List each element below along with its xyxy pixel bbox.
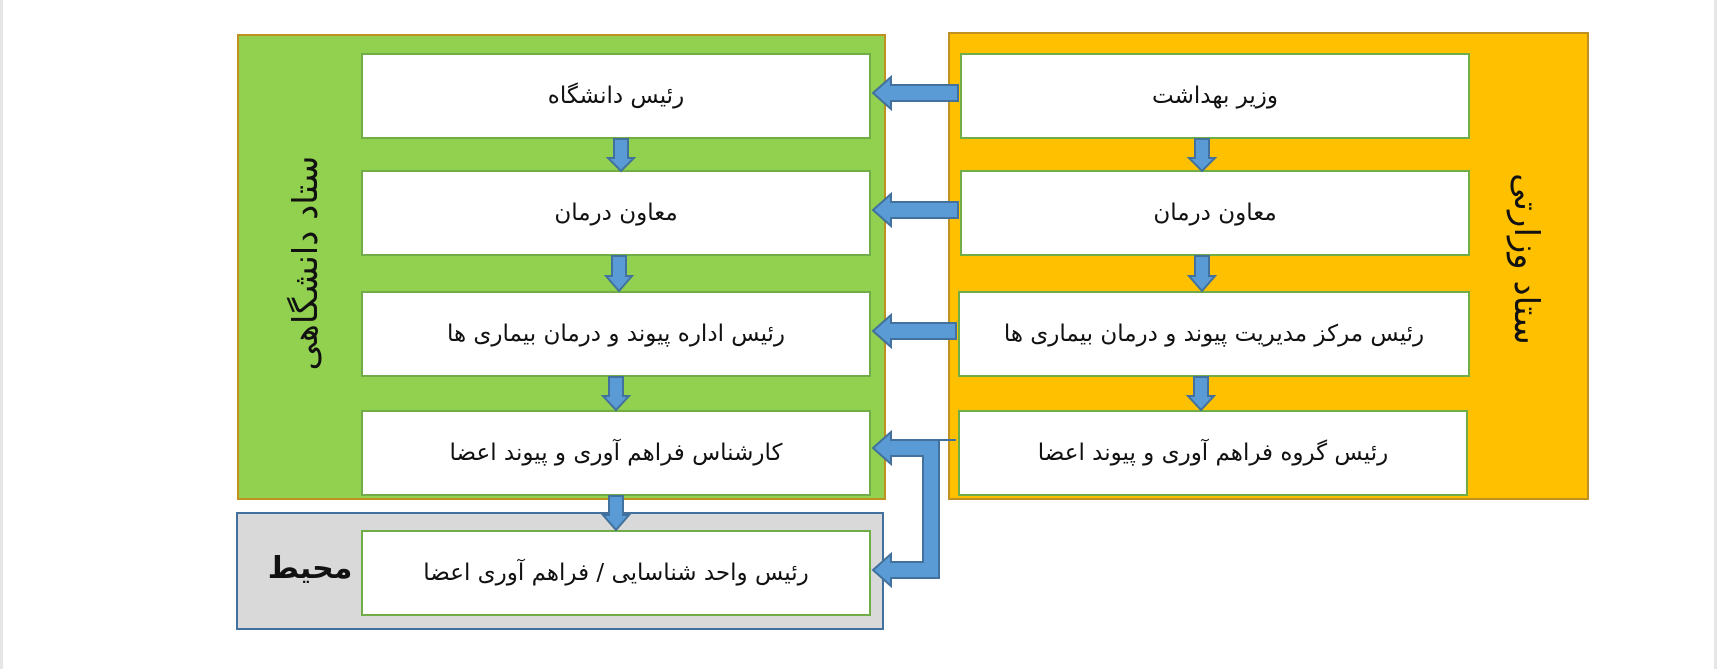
arrow-ministry-deputy-to-center [1186,255,1218,293]
ministry-box-minister-of-health: وزیر بهداشت [960,53,1470,139]
page-edge-right [1714,0,1717,669]
arrow-center-to-group [1185,376,1217,412]
environment-label: محیط [267,550,353,586]
page-edge-left [0,0,3,669]
arrow-group-to-expert-and-unit [871,429,956,589]
university-box-deputy-of-treatment: معاون درمان [361,170,871,256]
arrow-expert-to-unit [600,495,632,532]
ministry-box-head-of-transplant-center: رئیس مرکز مدیریت پیوند و درمان بیماری ها [958,291,1470,377]
ministry-box-head-of-procurement-group: رئیس گروه فراهم آوری و پیوند اعضا [958,410,1468,496]
university-box-head-of-transplant-office: رئیس اداره پیوند و درمان بیماری ها [361,291,871,377]
arrow-ministry-deputy-to-university-deputy [871,191,959,229]
environment-box-head-of-identification-unit: رئیس واحد شناسایی / فراهم آوری اعضا [361,530,871,616]
arrow-minister-to-president [871,74,959,112]
arrow-president-to-university-deputy [605,138,637,173]
arrow-minister-to-ministry-deputy [1186,138,1218,173]
arrow-office-to-expert [600,376,632,412]
university-box-university-president: رئیس دانشگاه [361,53,871,139]
arrow-university-deputy-to-office [603,255,635,293]
arrow-center-to-office [871,312,957,350]
ministry-box-deputy-of-treatment: معاون درمان [960,170,1470,256]
